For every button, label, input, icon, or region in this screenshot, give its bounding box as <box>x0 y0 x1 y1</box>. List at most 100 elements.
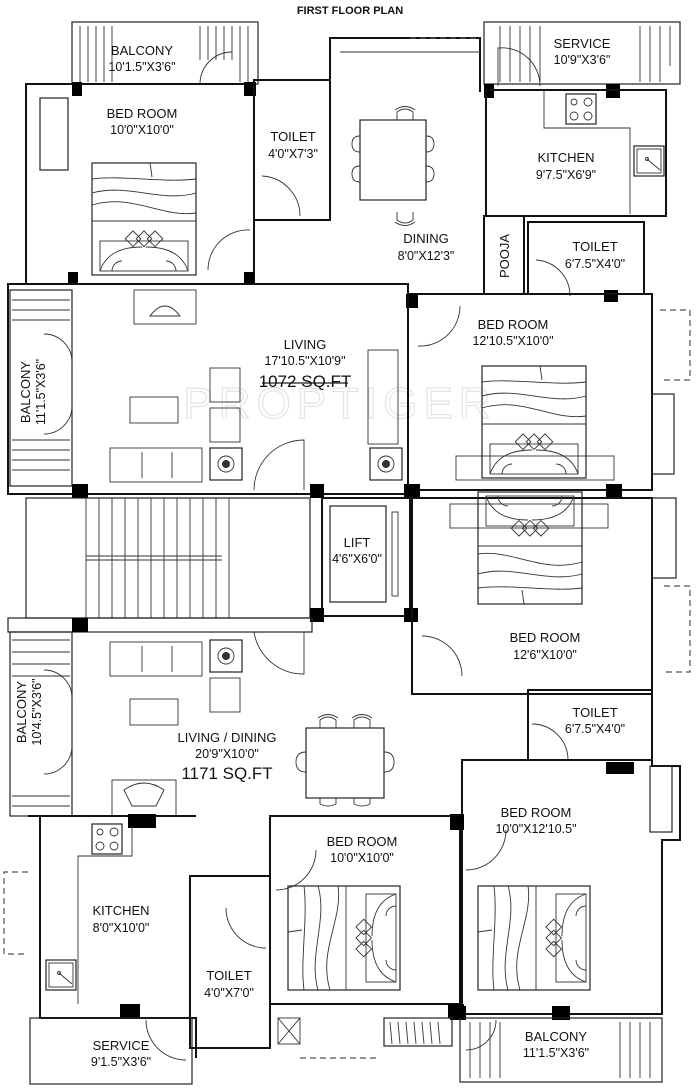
chair-icon <box>317 714 339 729</box>
door-balcony-left-1[interactable] <box>43 333 73 363</box>
room-dim: 20'9"X10'0" <box>195 747 259 761</box>
room-name: DINING <box>403 231 449 246</box>
room-name: TOILET <box>572 705 617 720</box>
room-dim: 4'0"X7'0" <box>204 986 254 1000</box>
toilet-top-walls <box>253 79 331 221</box>
room-name: LIVING <box>284 337 327 352</box>
door-toilet-lower[interactable] <box>225 907 267 949</box>
stove-icon <box>565 93 597 125</box>
room-name: POOJA <box>497 234 512 278</box>
dining-table-icon <box>359 119 427 201</box>
door-balcony-lower-2[interactable] <box>43 745 73 775</box>
area-label-upper: 1072 SQ.FT <box>259 372 352 391</box>
watermark: PROPTIGER <box>183 379 496 428</box>
window-bedroom-mr <box>651 497 677 579</box>
door-service-lower[interactable] <box>145 1019 187 1061</box>
room-name: BED ROOM <box>327 834 398 849</box>
sofa-icon <box>109 447 203 483</box>
room-name: KITCHEN <box>92 903 149 918</box>
bed-icon <box>477 491 583 605</box>
room-name: BED ROOM <box>510 630 581 645</box>
room-name: KITCHEN <box>537 150 594 165</box>
room-name: BED ROOM <box>107 106 178 121</box>
room-name: BALCONY <box>111 43 173 58</box>
room-name: TOILET <box>206 968 251 983</box>
window-bedroom-tr <box>651 393 675 475</box>
door-bedroom-tl[interactable] <box>207 229 251 271</box>
chair-icon <box>394 211 416 226</box>
door-living-lower-main[interactable] <box>253 631 305 675</box>
balcony-bottom <box>459 1017 663 1083</box>
chair-icon <box>394 106 416 121</box>
room-name: BALCONY <box>14 681 29 743</box>
lamp-icon <box>209 447 243 481</box>
stove-icon <box>91 823 123 855</box>
coffee-table-icon <box>129 396 179 424</box>
room-dim: 9'1.5"X3'6" <box>91 1055 151 1069</box>
room-name: SERVICE <box>93 1038 150 1053</box>
room-dim: 4'0"X7'3" <box>268 147 318 161</box>
door-bedroom-tr[interactable] <box>417 305 461 347</box>
door-bedroom-mr[interactable] <box>421 635 463 677</box>
room-name: BALCONY <box>18 361 33 423</box>
room-dim: 10'9"X3'6" <box>554 53 611 67</box>
service-lower <box>29 1017 193 1085</box>
toilet-lower-walls <box>189 875 271 1049</box>
bed-icon <box>481 365 587 479</box>
door-toilet-top[interactable] <box>261 175 301 217</box>
service-top <box>483 21 681 85</box>
lamp-icon <box>369 447 403 481</box>
door-balcony-bottom[interactable] <box>465 1019 497 1051</box>
bedroom-br-walls <box>461 759 681 1015</box>
room-name: LIFT <box>344 535 371 550</box>
room-name: SERVICE <box>554 36 611 51</box>
room-dim: 10'0"X12'10.5" <box>495 822 576 836</box>
sofa-icon <box>367 349 399 445</box>
door-toilet-mr[interactable] <box>531 723 569 761</box>
room-name: BED ROOM <box>501 805 572 820</box>
room-dim: 9'7.5"X6'9" <box>536 168 596 182</box>
door-balcony-lower-1[interactable] <box>43 669 73 699</box>
room-dim: 10'0"X10'0" <box>110 123 174 137</box>
room-dim: 6'7.5"X4'0" <box>565 257 625 271</box>
shaft-icon <box>277 1017 301 1045</box>
bedroom-mr-walls <box>411 497 653 695</box>
plan-title: FIRST FLOOR PLAN <box>297 5 403 17</box>
room-dim: 10'4.5"X3'6" <box>30 678 44 745</box>
bed-icon <box>91 162 197 276</box>
kitchen-top-walls <box>485 89 667 217</box>
door-service-top[interactable] <box>497 47 541 87</box>
area-label-lower: 1171 SQ.FT <box>181 764 272 783</box>
armchair-icon <box>209 367 241 403</box>
balcony-left-upper <box>9 289 73 487</box>
bed-icon <box>477 885 591 991</box>
room-dim: 11'1.5"X3'6" <box>523 1046 589 1060</box>
room-dim: 12'6"X10'0" <box>513 648 577 662</box>
dining-table-lower-icon <box>305 727 385 799</box>
room-dim: 17'10.5"X10'9" <box>264 354 345 368</box>
sink-icon <box>45 959 77 991</box>
room-dim: 11'1.5"X3'6" <box>34 359 48 425</box>
kitchen-lower-walls <box>28 815 197 1058</box>
door-balcony-left-2[interactable] <box>43 405 73 435</box>
room-name: TOILET <box>572 239 617 254</box>
door-bedroom-bm[interactable] <box>275 849 317 891</box>
room-name: TOILET <box>270 129 315 144</box>
door-living-main[interactable] <box>253 439 305 491</box>
lamp-icon <box>209 639 243 673</box>
door-balcony-top[interactable] <box>199 51 233 85</box>
lift-shaft <box>321 497 411 617</box>
chair-icon <box>351 714 373 729</box>
room-dim: 6'7.5"X4'0" <box>565 722 625 736</box>
dining-walls <box>329 37 481 92</box>
sofa-icon <box>109 641 203 677</box>
room-dim: 10'1.5"X3'6" <box>108 60 175 74</box>
staircase <box>25 497 311 619</box>
room-dim: 10'0"X10'0" <box>330 851 394 865</box>
room-name: LIVING / DINING <box>178 730 277 745</box>
coffee-table-icon <box>129 698 179 726</box>
room-dim: 8'0"X12'3" <box>398 249 455 263</box>
door-toilet-tr[interactable] <box>535 259 571 297</box>
room-dim: 4'6"X6'0" <box>332 552 382 566</box>
